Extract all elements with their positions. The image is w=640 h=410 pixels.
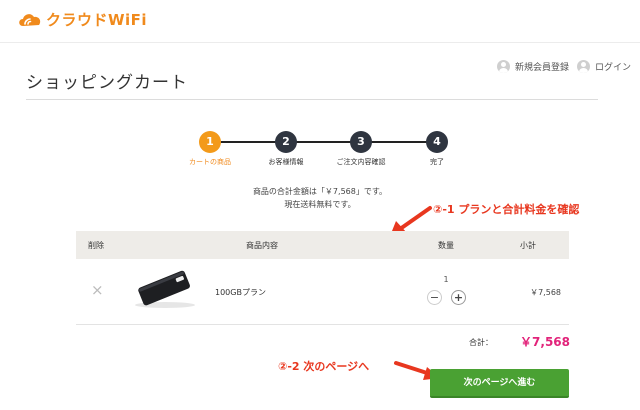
quantity-decrease-button[interactable]: − (427, 290, 442, 305)
remove-item-button[interactable]: × (91, 281, 104, 299)
brand-name: クラウドWiFi (46, 11, 148, 29)
step-cart: 1 カートの商品 (160, 131, 260, 167)
progress-line (210, 141, 437, 143)
next-page-button[interactable]: 次のページへ進む (430, 369, 569, 398)
shipping-message: 現在送料無料です。 (284, 200, 356, 209)
page-title: ショッピングカート (26, 73, 188, 93)
cloud-icon (17, 11, 43, 29)
step-number: 2 (275, 131, 297, 153)
annotation-next-page: ②-2 次のページへ (278, 360, 370, 373)
step-label: カートの商品 (189, 158, 231, 166)
step-complete: 4 完了 (387, 131, 487, 167)
quantity-value: 1 (443, 275, 449, 284)
row-subtotal: ￥7,568 (530, 288, 561, 297)
step-label: 完了 (430, 158, 444, 166)
step-label: お客様情報 (268, 158, 304, 166)
header-subtotal: 小計 (520, 241, 536, 250)
annotation-plan-check: ②-1 プランと合計料金を確認 (433, 203, 580, 216)
quantity-increase-button[interactable]: + (451, 290, 466, 305)
brand-logo[interactable]: クラウドWiFi (17, 9, 147, 30)
cart-total-message: 商品の合計金額は「￥7,568」です。 (252, 187, 388, 196)
login-link[interactable]: ログイン (577, 58, 631, 74)
register-label: 新規会員登録 (515, 62, 570, 73)
header-quantity: 数量 (438, 241, 454, 250)
total-label: 合計： (469, 338, 493, 347)
wifi-router-image (135, 270, 195, 308)
step-number: 3 (350, 131, 372, 153)
row-divider (76, 324, 569, 325)
header-remove: 削除 (88, 241, 104, 250)
step-number: 1 (199, 131, 221, 153)
total-value: ￥7,568 (520, 335, 570, 349)
user-icon (577, 59, 590, 73)
login-label: ログイン (595, 62, 632, 73)
product-name: 100GBプラン (215, 288, 266, 297)
cart-table-header: 削除 商品内容 数量 小計 (76, 231, 569, 259)
register-link[interactable]: 新規会員登録 (497, 58, 569, 74)
user-icon (497, 59, 510, 73)
step-customer-info: 2 お客様情報 (236, 131, 336, 167)
title-divider (26, 99, 598, 100)
step-label: ご注文内容確認 (336, 158, 386, 166)
step-number: 4 (426, 131, 448, 153)
top-bar: クラウドWiFi (0, 0, 640, 43)
step-order-confirm: 3 ご注文内容確認 (311, 131, 411, 167)
header-product: 商品内容 (246, 241, 278, 250)
